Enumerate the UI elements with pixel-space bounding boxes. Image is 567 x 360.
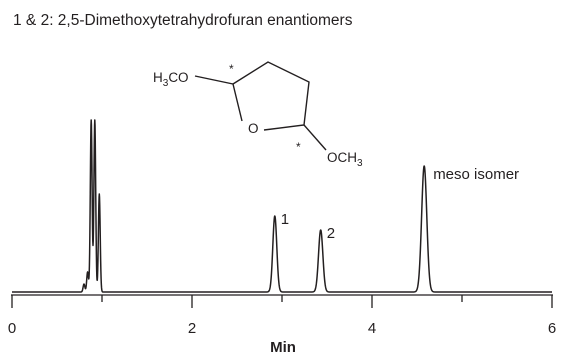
x-axis-ticks [11, 295, 553, 308]
left-methoxy-label: H3CO [153, 70, 189, 89]
stereocenter-marker-right: * [296, 140, 301, 154]
chromatogram-trace [11, 119, 553, 293]
molecule-bond-right [303, 124, 327, 151]
peak-label: 2 [327, 225, 335, 242]
x-tick-label: 0 [8, 320, 16, 337]
x-tick-label: 2 [188, 320, 196, 337]
x-axis-label: Min [270, 339, 296, 356]
x-tick-label: 4 [368, 320, 376, 337]
ring-oxygen-label: O [248, 121, 259, 136]
stereocenter-marker-left: * [229, 62, 234, 76]
right-methoxy-label: OCH3 [327, 150, 363, 169]
molecule-ring-bonds [232, 61, 310, 131]
x-tick-label: 6 [548, 320, 556, 337]
peak-labels: 1 2 meso isomer [281, 166, 519, 242]
peak-label: meso isomer [433, 166, 519, 183]
molecule-structure: O H3CO OCH3 * * [153, 61, 363, 169]
peak-label: 1 [281, 211, 289, 228]
chart-title: 1 & 2: 2,5-Dimethoxytetrahydrofuran enan… [13, 12, 353, 29]
x-axis-tick-labels: 0 2 4 6 [8, 320, 556, 337]
molecule-bond-left [194, 75, 234, 85]
